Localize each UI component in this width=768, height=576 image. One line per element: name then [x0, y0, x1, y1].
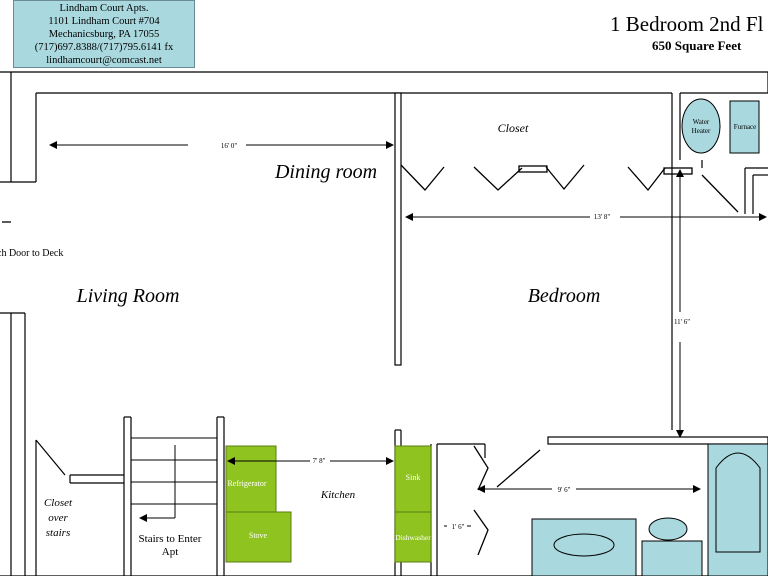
dim-bedroom-depth: 11' 6"	[674, 318, 690, 326]
dim-bath-door: 1' 6"	[452, 523, 465, 531]
room-label-dining: Dining room	[274, 161, 377, 183]
bathtub-basin	[715, 452, 761, 553]
stove	[225, 511, 292, 563]
stairs-label-1: Stairs to Enter	[139, 533, 202, 545]
info-line-email: lindhamcourt@comcast.net	[46, 55, 162, 66]
stairs-label-2: Apt	[162, 546, 179, 558]
room-label-closet: Closet	[498, 121, 529, 135]
water-heater	[681, 98, 721, 154]
dim-bath-width: 9' 6"	[558, 486, 571, 494]
water-heater-label-1: Water	[693, 118, 710, 126]
info-line-address: 1101 Lindham Court #704	[48, 16, 160, 27]
dim-bedroom-width: 13' 8"	[594, 213, 611, 221]
sink	[394, 445, 432, 513]
stair-treads	[131, 437, 217, 505]
room-label-bedroom: Bedroom	[528, 285, 601, 307]
vanity-sink	[553, 533, 615, 557]
refrigerator-label: Refrigerator	[227, 479, 266, 488]
stove-label: Stove	[249, 531, 268, 540]
dishwasher-label: Dishwasher	[395, 533, 431, 542]
toilet-bowl	[648, 517, 688, 541]
dim-kitchen-width: 7' 8"	[313, 457, 326, 465]
closet-bifold-doors	[400, 164, 739, 213]
info-line-city: Mechanicsburg, PA 17055	[48, 29, 160, 40]
closet-stairs-label-2: over	[48, 512, 68, 524]
dim-living-width: 16' 0"	[221, 142, 238, 150]
toilet-tank	[641, 540, 703, 576]
info-line-name: Lindham Court Apts.	[59, 3, 149, 14]
dishwasher	[394, 511, 432, 563]
plan-subtitle: 650 Square Feet	[652, 38, 742, 53]
info-line-phone: (717)697.8388/(717)795.6141 fx	[34, 42, 174, 53]
bath-doors	[2, 221, 541, 556]
closet-stairs-label-3: stairs	[46, 527, 70, 539]
water-heater-label-2: Heater	[692, 127, 711, 135]
dimension-lines	[49, 141, 767, 527]
deck-door-label: ch Door to Deck	[0, 248, 63, 259]
sink-label: Sink	[406, 473, 421, 482]
furnace-label: Furnace	[734, 123, 757, 131]
plan-title: 1 Bedroom 2nd Fl	[610, 12, 764, 36]
room-label-living: Living Room	[76, 285, 180, 307]
walls	[0, 71, 768, 576]
furnace	[729, 100, 760, 154]
contact-info-box: Lindham Court Apts. 1101 Lindham Court #…	[13, 0, 195, 68]
room-label-kitchen: Kitchen	[320, 489, 356, 501]
closet-stairs-label-1: Closet	[44, 497, 73, 509]
